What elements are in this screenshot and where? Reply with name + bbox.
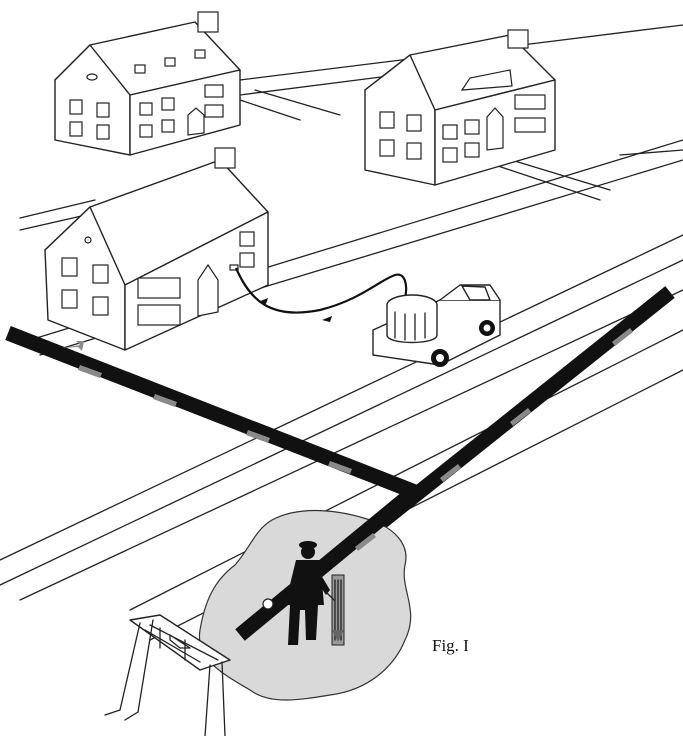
chimney <box>198 12 218 32</box>
house-back-right <box>365 30 555 185</box>
chimney <box>215 148 235 168</box>
chimney <box>508 30 528 48</box>
house-back-left <box>55 12 240 155</box>
house-front <box>45 148 268 350</box>
truck <box>373 285 500 367</box>
branch-pipe <box>8 333 415 492</box>
figure-caption: Fig. I <box>432 636 469 656</box>
